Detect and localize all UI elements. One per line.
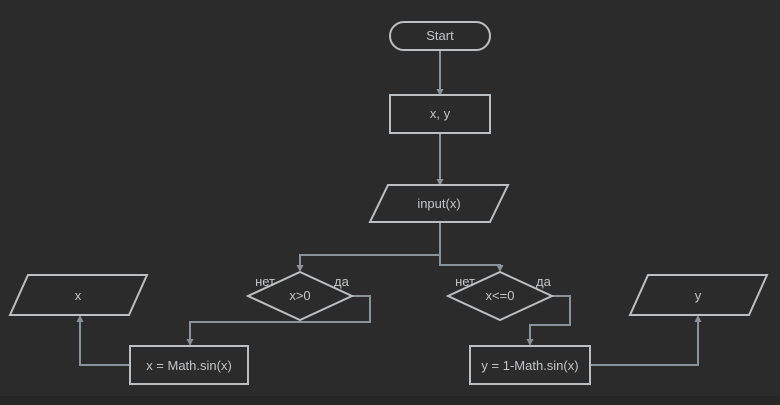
node-assign-y-label: y = 1-Math.sin(x) [481,358,578,373]
node-declare[interactable]: x, y [389,94,491,134]
node-out-x-label: x [75,288,82,303]
process-shape[interactable] [389,94,491,134]
io-parallelogram-shape[interactable] [368,184,510,223]
branch-label-cond1-no: нет [255,274,275,289]
node-start-label: Start [426,28,454,43]
branch-labels: нет да нет да [255,274,552,289]
branch-label-cond1-yes: да [334,274,350,289]
node-cond2-label: x<=0 [486,288,515,303]
edge-input-to-cond1[interactable] [299,254,440,266]
arrowhead-icon [526,339,534,346]
node-cond1-label: x>0 [289,288,310,303]
decision-diamond-shape[interactable] [445,270,555,322]
arrowhead-icon [436,179,444,186]
arrowhead-icon [496,265,504,272]
bottom-strip [0,397,780,405]
node-assign-y[interactable]: y = 1-Math.sin(x) [469,345,591,385]
node-cond2[interactable]: x<=0 [445,270,555,322]
process-shape[interactable] [129,345,249,385]
node-input[interactable]: input(x) [368,184,510,223]
edge-input-to-cond2[interactable] [439,222,501,266]
node-input-label: input(x) [417,196,460,211]
node-out-x[interactable]: x [8,274,149,316]
arrowhead-icon [694,315,702,322]
branch-label-cond2-no: нет [455,274,475,289]
node-declare-label: x, y [430,106,451,121]
node-cond1[interactable]: x>0 [245,270,355,322]
connectors [76,50,702,366]
io-parallelogram-shape[interactable] [8,274,149,316]
edge-assign-y-to-out-y[interactable] [590,321,699,366]
edge-cond1-yes-to-assign-x[interactable] [189,295,371,340]
node-assign-x[interactable]: x = Math.sin(x) [129,345,249,385]
arrowhead-icon [436,89,444,96]
node-out-y[interactable]: y [628,274,769,316]
terminator-shape[interactable] [389,21,491,51]
decision-diamond-shape[interactable] [245,270,355,322]
io-parallelogram-shape[interactable] [628,274,769,316]
node-start[interactable]: Start [389,21,491,51]
arrowhead-icon [186,339,194,346]
edge-assign-x-to-out-x[interactable] [79,321,130,366]
arrowhead-icon [296,265,304,272]
arrowhead-icon [76,315,84,322]
process-shape[interactable] [469,345,591,385]
node-out-y-label: y [695,288,702,303]
branch-label-cond2-yes: да [536,274,552,289]
edge-cond2-yes-to-assign-y[interactable] [529,295,571,340]
node-assign-x-label: x = Math.sin(x) [146,358,232,373]
